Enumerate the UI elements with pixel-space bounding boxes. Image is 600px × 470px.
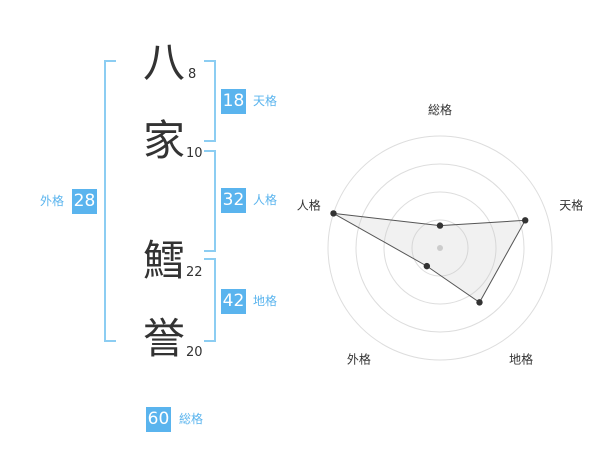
chikaku-bracket <box>204 258 216 342</box>
gaikaku-value: 28 <box>72 189 97 214</box>
radar-axis-label-5: 人格 <box>297 197 321 212</box>
radar-point-5 <box>330 210 337 217</box>
radar-point-1 <box>436 222 444 229</box>
radar-grid-ring <box>327 135 553 361</box>
stroke-count-3: 22 <box>186 265 203 280</box>
radar-point-4 <box>423 262 431 270</box>
name-char-3: 鱈 <box>143 236 186 285</box>
soukaku-value: 60 <box>146 407 171 432</box>
chikaku-label: 地格 <box>253 294 278 308</box>
radar-axis-label-3: 地格 <box>509 352 533 367</box>
radar-grid-ring <box>411 219 469 277</box>
jinkaku-value: 32 <box>221 188 246 213</box>
radar-axis-label-4: 外格 <box>347 352 371 367</box>
radar-grid-ring <box>383 191 497 305</box>
radar-center-dot <box>437 245 443 251</box>
name-char-4: 誉 <box>143 314 186 363</box>
radar-axis-label-2: 天格 <box>559 197 583 212</box>
gaikaku-bracket <box>104 60 116 342</box>
tenkaku-label: 天格 <box>253 94 278 108</box>
tenkaku-bracket <box>204 60 216 142</box>
stroke-count-1: 8 <box>188 67 197 82</box>
stroke-count-4: 20 <box>186 345 203 360</box>
jinkaku-label: 人格 <box>253 193 278 207</box>
chikaku-value: 42 <box>221 289 246 314</box>
soukaku-label: 総格 <box>179 412 204 426</box>
radar-point-3 <box>476 299 483 306</box>
name-char-2: 家 <box>143 116 186 165</box>
radar-grid-ring <box>355 163 525 333</box>
name-char-1: 八 <box>143 38 186 87</box>
jinkaku-bracket <box>204 150 216 252</box>
radar-data-area <box>333 212 527 304</box>
radar-point-2 <box>522 217 529 224</box>
stroke-count-2: 10 <box>186 146 203 161</box>
tenkaku-value: 18 <box>221 89 246 114</box>
gaikaku-label: 外格 <box>40 194 65 208</box>
radar-axis-label-1: 総格 <box>428 102 452 117</box>
